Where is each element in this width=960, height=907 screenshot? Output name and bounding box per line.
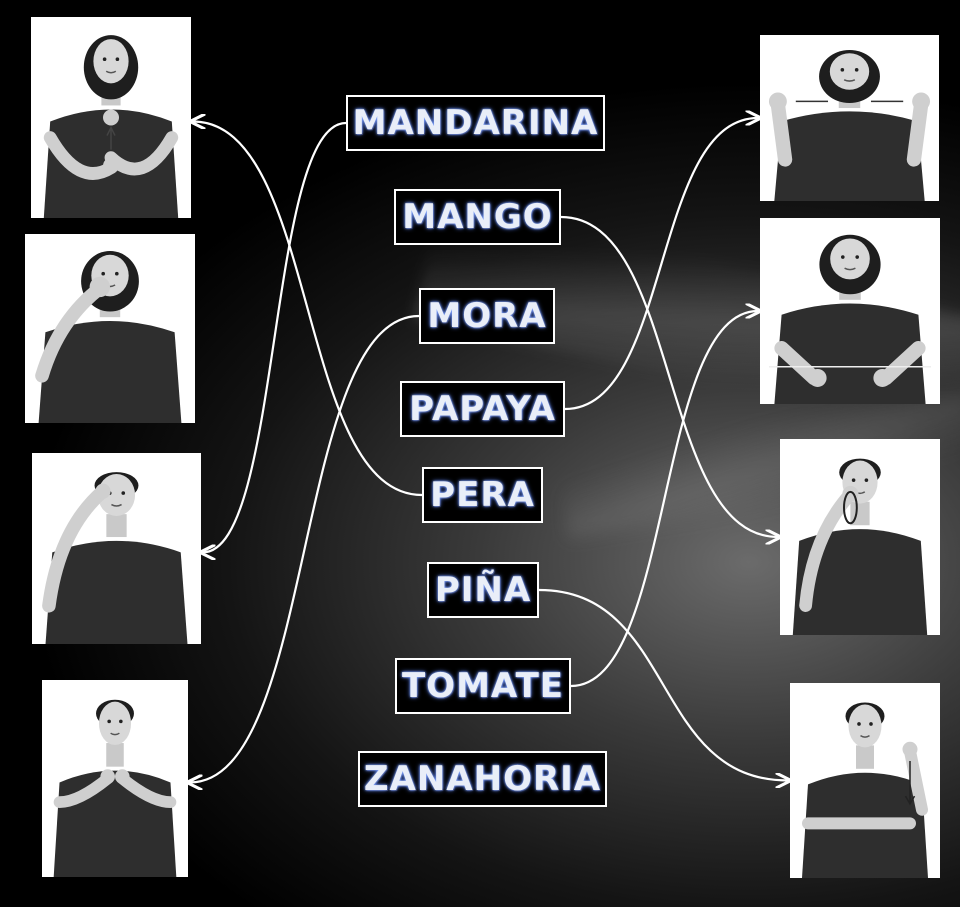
word-label: MANGO bbox=[402, 197, 553, 237]
word-zanahoria[interactable]: ZANAHORIA bbox=[358, 751, 607, 807]
signer-figure-icon bbox=[42, 472, 188, 644]
connector-mandarina-to-left-3 bbox=[203, 121, 347, 552]
word-papaya[interactable]: PAPAYA bbox=[400, 381, 565, 437]
word-mandarina[interactable]: MANDARINA bbox=[346, 95, 605, 151]
photo-left-3[interactable] bbox=[32, 453, 201, 644]
signer-figure-icon bbox=[768, 49, 931, 201]
signer-figure-icon bbox=[769, 234, 931, 404]
photo-left-1[interactable] bbox=[31, 17, 191, 218]
photo-right-1[interactable] bbox=[760, 35, 939, 201]
word-label: PERA bbox=[430, 475, 535, 515]
connector-mango-to-right-3 bbox=[560, 215, 778, 537]
connector-pera-to-left-1 bbox=[193, 122, 423, 497]
signer-figure-icon bbox=[802, 702, 928, 878]
word-label: MORA bbox=[427, 296, 547, 336]
word-label: ZANAHORIA bbox=[363, 759, 602, 799]
connector-tomate-to-right-2 bbox=[570, 311, 758, 688]
photo-left-4[interactable] bbox=[42, 680, 188, 877]
connector-pina-to-right-4 bbox=[538, 588, 788, 781]
signer-figure-icon bbox=[35, 251, 182, 423]
connector-papaya-to-right-1 bbox=[564, 118, 758, 411]
signer-figure-icon bbox=[792, 458, 928, 635]
word-label: MANDARINA bbox=[352, 103, 599, 143]
word-label: TOMATE bbox=[401, 666, 565, 706]
word-mango[interactable]: MANGO bbox=[394, 189, 561, 245]
photo-right-4[interactable] bbox=[790, 683, 940, 878]
signer-figure-icon bbox=[43, 35, 179, 218]
word-tomate[interactable]: TOMATE bbox=[395, 658, 571, 714]
photo-right-2[interactable] bbox=[760, 218, 940, 404]
word-label: PIÑA bbox=[434, 570, 532, 610]
connector-mora-to-left-4 bbox=[190, 314, 420, 782]
word-pina[interactable]: PIÑA bbox=[427, 562, 539, 618]
photo-left-2[interactable] bbox=[25, 234, 195, 423]
photo-right-3[interactable] bbox=[780, 439, 940, 635]
word-pera[interactable]: PERA bbox=[422, 467, 543, 523]
signer-figure-icon bbox=[53, 699, 177, 877]
word-label: PAPAYA bbox=[409, 389, 556, 429]
word-mora[interactable]: MORA bbox=[419, 288, 555, 344]
